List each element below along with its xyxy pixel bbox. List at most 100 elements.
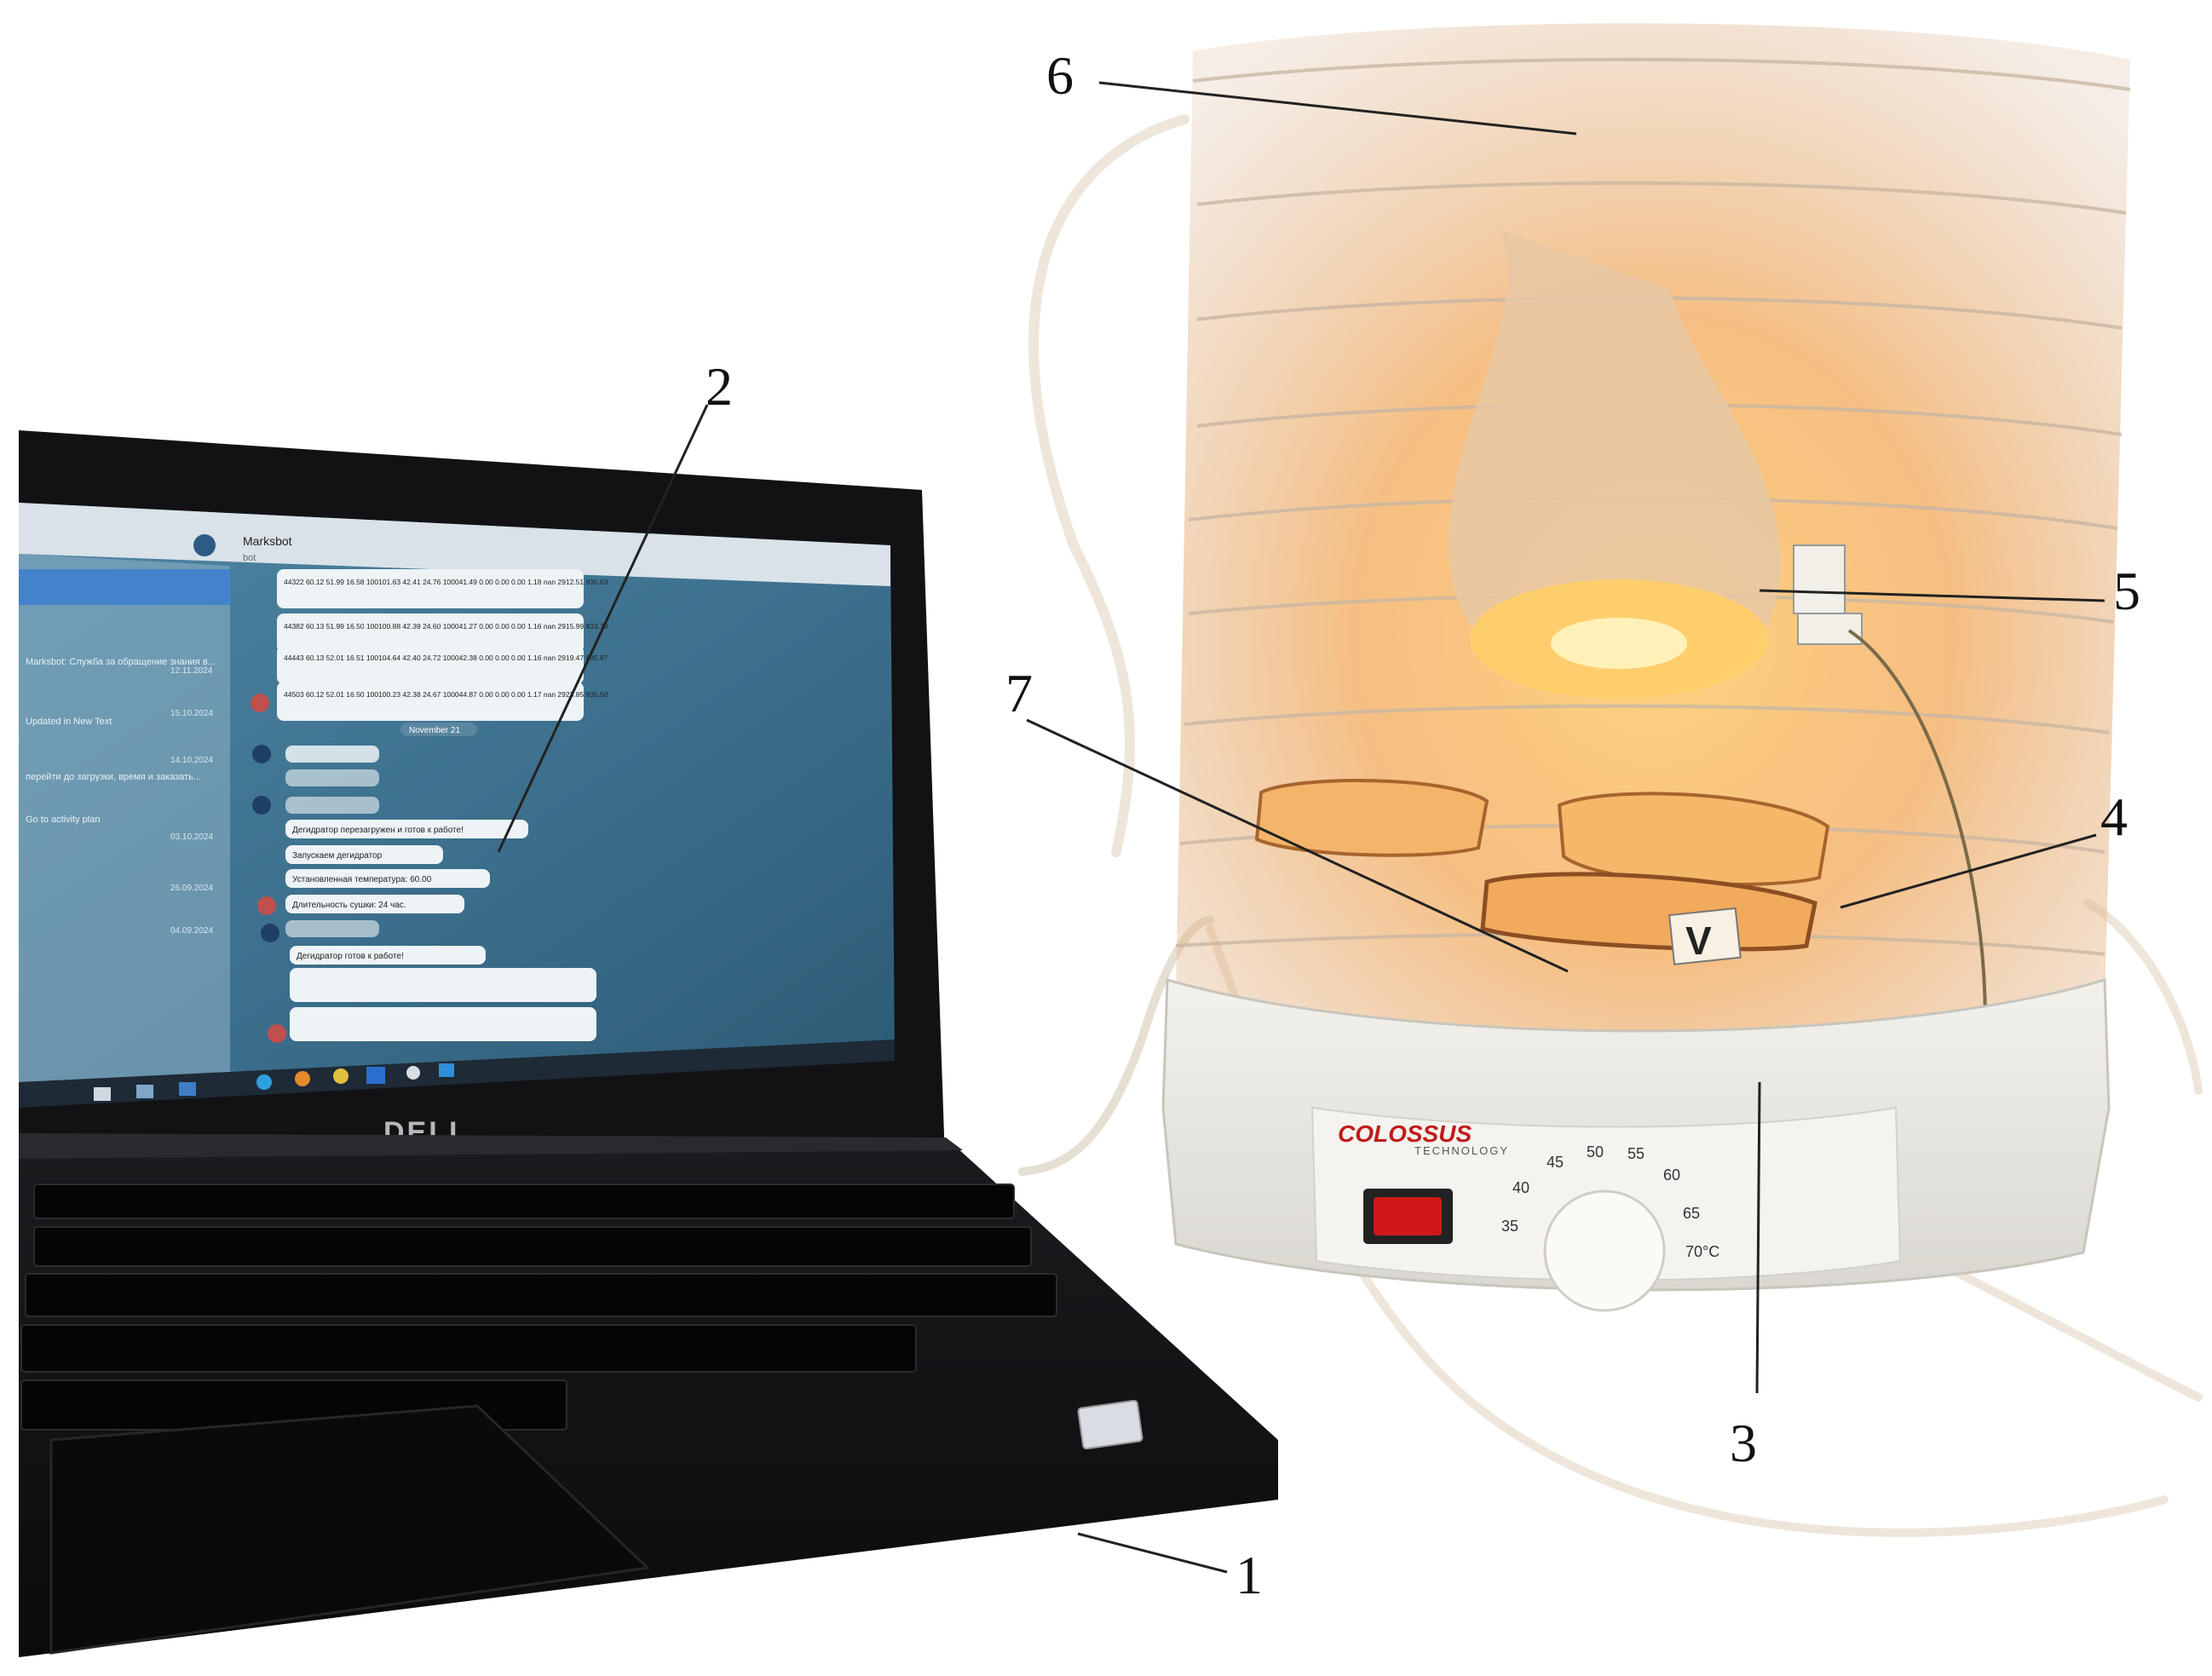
sidebar-snippet: перейти до загрузки, время и заказать... (26, 772, 201, 782)
leader-line-2 (497, 404, 709, 853)
user-avatar (268, 1024, 286, 1043)
chat-bubble (277, 645, 584, 684)
dial-scale: 35 40 45 50 55 60 65 70°C (1501, 1143, 1719, 1260)
callout-label-5: 5 (2113, 561, 2140, 621)
chat-contact-status: bot (243, 553, 256, 563)
sidebar-snippet: Go to activity plan (26, 815, 100, 825)
intel-sticker (1077, 1399, 1143, 1450)
user-avatar (257, 896, 276, 915)
dial-mark: 40 (1512, 1179, 1529, 1196)
tray-rim (1196, 181, 2127, 215)
chat-message: 44503 60.12 52.01 16.50 100100.23 42.38 … (284, 690, 608, 699)
leader-line-4 (1840, 833, 2097, 909)
taskbar-icon (136, 1085, 153, 1098)
callout-label-1: 1 (1236, 1545, 1263, 1605)
chat-sidebar (19, 554, 230, 1095)
temperature-dial (1543, 1189, 1666, 1312)
chat-bubble (285, 769, 379, 786)
brand-logo: COLOSSUS (1338, 1120, 1472, 1147)
callout-label-6: 6 (1046, 45, 1074, 106)
lamp-filament (1551, 618, 1687, 669)
callout-label-7: 7 (1005, 663, 1033, 723)
chat-message: Длительность сушки: 24 час. (292, 901, 406, 910)
taskbar-icon (333, 1068, 349, 1084)
callout-label-3: 3 (1730, 1413, 1757, 1473)
user-avatar (251, 694, 269, 712)
leader-line-5 (1759, 589, 2105, 602)
dial-mark: 70°C (1685, 1243, 1719, 1260)
sidebar-date: 12.11.2024 (170, 666, 213, 676)
chat-bubble (277, 613, 584, 653)
chat-bubble (290, 1007, 596, 1041)
chat-message: 44443 60.13 52.01 16.51 100104.64 42.40 … (284, 654, 608, 662)
taskbar-icon (94, 1087, 111, 1101)
leader-line-1 (1077, 1532, 1228, 1574)
bot-avatar (252, 796, 271, 815)
leader-line-3 (1755, 1081, 1761, 1394)
key-row (20, 1324, 917, 1373)
sidebar-date: 14.10.2024 (170, 756, 213, 765)
taskbar-icon (406, 1066, 420, 1080)
chat-message: Дегидратор перезагружен и готов к работе… (292, 825, 464, 835)
touchpad (49, 1404, 651, 1655)
chat-bubble (277, 569, 584, 608)
heat-lamp (1449, 230, 1781, 699)
sidebar-snippet: Updated in New Text (26, 717, 112, 727)
tray-tag-label: V (1685, 919, 1712, 963)
power-cable (1028, 114, 1190, 857)
date-separator-label: November 21 (409, 726, 460, 735)
taskbar-icon (179, 1082, 196, 1096)
chat-bubble (285, 797, 379, 814)
taskbar-icon (366, 1067, 385, 1084)
chat-message: 44322 60.12 51.99 16.58 100101.63 42.41 … (284, 578, 608, 586)
callouts (497, 81, 2105, 1574)
sensor-module (1797, 613, 1863, 645)
chat-bubble (290, 946, 486, 965)
taskbar-icon (295, 1071, 310, 1086)
tray-rim (1184, 704, 2110, 734)
contact-avatar (193, 534, 216, 556)
chat-message: Дегидратор готов к работе! (297, 951, 404, 961)
key-row (33, 1184, 1015, 1219)
bot-avatar (261, 924, 279, 942)
dial-mark: 55 (1627, 1145, 1645, 1162)
chat-contact-name: Marksbot (243, 534, 292, 548)
chat-bubble (285, 869, 490, 888)
sidebar-date: 04.09.2024 (170, 926, 213, 936)
chat-bubble (285, 746, 379, 763)
chat-bubble (285, 895, 464, 913)
dial-mark: 50 (1587, 1143, 1604, 1161)
tray-tag (1668, 907, 1742, 965)
dial-mark: 35 (1501, 1218, 1518, 1235)
leader-line-6 (1098, 81, 1577, 135)
power-cable (2083, 899, 2203, 1095)
sidebar-snippet: Marksbot: Служба за обращение знания в..… (26, 657, 216, 667)
brand-sub: TECHNOLOGY (1414, 1144, 1509, 1157)
power-switch (1374, 1197, 1442, 1235)
chat-header (19, 503, 890, 586)
taskbar-icon (256, 1074, 272, 1090)
callout-label-2: 2 (706, 356, 733, 417)
chat-message: Запускаем дегидратор (292, 851, 383, 861)
dial-mark: 65 (1683, 1205, 1700, 1222)
chat-bubble (277, 682, 584, 721)
key-row (25, 1273, 1057, 1317)
leader-line-7 (1026, 718, 1569, 973)
chat-sidebar-selected (19, 569, 230, 605)
taskbar (19, 1040, 895, 1108)
chat-message: Установленная температура: 60.00 (292, 875, 432, 884)
date-separator (400, 723, 477, 736)
chat-bubble (285, 820, 528, 838)
laptop-screen (19, 503, 895, 1099)
laptop: Marksbot bot Marksbot: Служба за обращен… (19, 430, 1278, 1657)
tray-rim (1192, 57, 2131, 91)
callout-labels: 1 2 3 4 5 6 7 (706, 45, 2140, 1605)
taskbar-icons (94, 1063, 454, 1101)
sidebar-date: 03.10.2024 (170, 832, 213, 842)
chat-bubble (290, 968, 596, 1002)
chat-message: 44382 60.13 51.99 16.50 100100.88 42.39 … (284, 622, 608, 631)
chat-bubble (285, 920, 379, 937)
dial-mark: 60 (1663, 1166, 1680, 1184)
chat-bubble (285, 845, 443, 864)
